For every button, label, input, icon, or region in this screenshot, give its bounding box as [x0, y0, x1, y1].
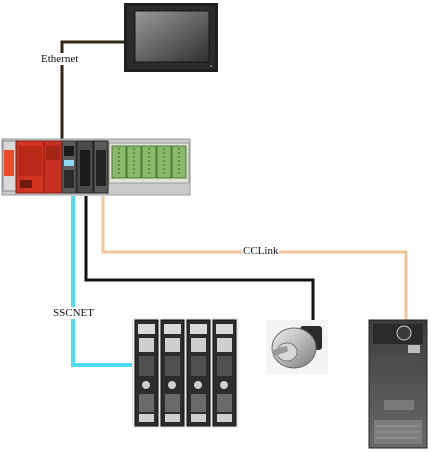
servo-amplifier — [134, 319, 159, 427]
sscnet-label: SSCNET — [52, 307, 95, 319]
io-modules — [108, 142, 190, 184]
servo-amplifiers — [132, 318, 239, 428]
plc-rack — [1, 138, 191, 196]
ethernet-label: Ethernet — [40, 53, 80, 65]
cclink-cable — [101, 196, 408, 320]
servo-amplifier — [212, 319, 237, 427]
hmi-touch-panel — [124, 3, 218, 72]
encoder-cable — [84, 196, 315, 326]
rotary-encoder — [266, 320, 328, 374]
cclink-label: CCLink — [242, 245, 280, 257]
sscnet-cable — [71, 196, 136, 367]
inverter-drive — [368, 319, 428, 449]
servo-amplifier — [186, 319, 211, 427]
ethernet-cable — [60, 40, 126, 140]
servo-amplifier — [160, 319, 185, 427]
